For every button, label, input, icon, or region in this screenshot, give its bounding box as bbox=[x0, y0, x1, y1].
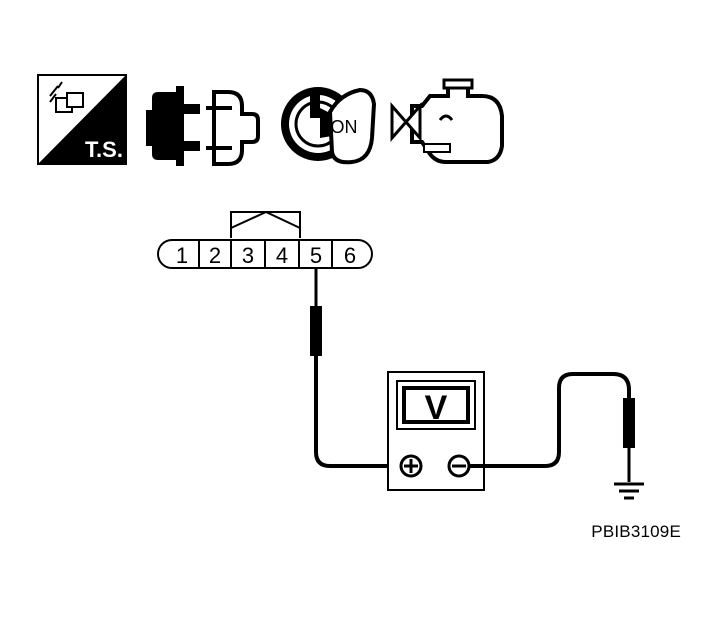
connector-terminal-block: 1 2 3 4 5 6 bbox=[157, 210, 373, 269]
connector-disconnect-icon bbox=[146, 86, 260, 166]
ignition-key-on-icon: ON bbox=[281, 87, 377, 165]
pin-1-label: 1 bbox=[176, 243, 188, 268]
engine-icon bbox=[390, 78, 504, 164]
negative-ground-lead bbox=[469, 372, 644, 500]
voltmeter-label: V bbox=[425, 389, 448, 427]
pin-6-label: 6 bbox=[344, 243, 356, 268]
voltmeter: V bbox=[387, 371, 485, 491]
pin-5-label: 5 bbox=[310, 243, 322, 268]
pin-2-label: 2 bbox=[209, 243, 221, 268]
pin-4-label: 4 bbox=[276, 243, 288, 268]
ignition-on-label: ON bbox=[331, 117, 358, 137]
ground-symbol-icon bbox=[614, 482, 644, 500]
ts-label: T.S. bbox=[85, 137, 123, 162]
tools-ts-icon: T.S. bbox=[37, 74, 127, 165]
pin-3-label: 3 bbox=[242, 243, 254, 268]
figure-reference-code: PBIB3109E bbox=[591, 522, 681, 541]
positive-probe-lead bbox=[310, 268, 402, 468]
